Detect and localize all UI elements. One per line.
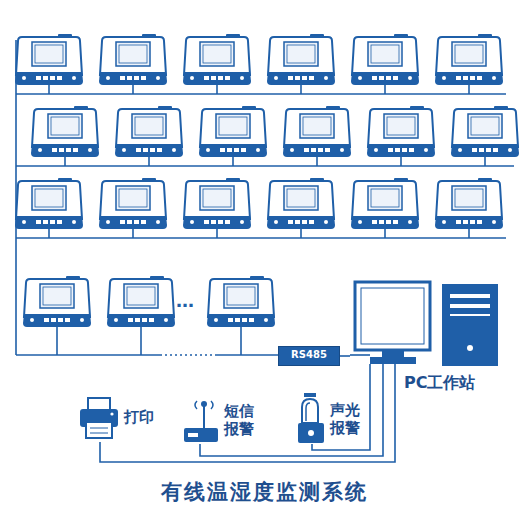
- sensor-device: [115, 106, 183, 157]
- drop-wire: [300, 85, 302, 94]
- sensor-device: [31, 106, 99, 157]
- sensor-device: [107, 276, 175, 327]
- drop-wire: [48, 229, 50, 238]
- sms-alarm: 短信 报警: [182, 398, 272, 444]
- sensor-device: [15, 34, 83, 85]
- sensor-device: [15, 178, 83, 229]
- sensor-device: [351, 178, 419, 229]
- sensor-device: [351, 34, 419, 85]
- sound-light-alarm: 声光 报警: [298, 393, 370, 444]
- wire-connector: [100, 396, 395, 462]
- wire-connector: [200, 396, 383, 456]
- node-label: 声光 报警: [330, 401, 365, 437]
- pc-workstation: PC工作站: [350, 278, 505, 396]
- printer-icon: [78, 396, 120, 440]
- sensor-device: [99, 178, 167, 229]
- drop-wire: [400, 157, 402, 166]
- sensor-device: [451, 106, 519, 157]
- node-label: 打印: [124, 408, 154, 426]
- sensor-device: [207, 276, 275, 327]
- printer: 打印: [78, 396, 164, 442]
- drop-wire: [148, 157, 150, 166]
- sensor-device: [183, 178, 251, 229]
- drop-wire: [64, 157, 66, 166]
- drop-wire: [140, 327, 142, 355]
- drop-wire: [384, 229, 386, 238]
- ellipsis-mark: …: [176, 292, 194, 310]
- sensor-device: [23, 276, 91, 327]
- drop-wire: [48, 85, 50, 94]
- drop-wire: [216, 85, 218, 94]
- sensor-device: [435, 178, 503, 229]
- drop-wire: [216, 229, 218, 238]
- node-label: RS485: [279, 347, 339, 363]
- sound-light-alarm-icon: [298, 393, 326, 444]
- sensor-device: [283, 106, 351, 157]
- sensor-device: [183, 34, 251, 85]
- sensor-device: [435, 34, 503, 85]
- drop-wire: [316, 157, 318, 166]
- node-label: PC工作站: [404, 373, 475, 393]
- rs485-converter: RS485: [278, 346, 340, 366]
- drop-wire: [468, 85, 470, 94]
- wire-connector: [340, 356, 350, 357]
- drop-wire: [468, 229, 470, 238]
- diagram-title: 有线温湿度监测系统: [0, 478, 529, 506]
- sensor-device: [99, 34, 167, 85]
- drop-wire: [384, 85, 386, 94]
- drop-wire: [240, 327, 242, 355]
- sms-alarm-icon: [182, 398, 220, 444]
- sensor-device: [267, 178, 335, 229]
- drop-wire: [132, 85, 134, 94]
- sensor-device: [267, 34, 335, 85]
- drop-wire: [56, 327, 58, 355]
- sensor-device: [367, 106, 435, 157]
- drop-wire: [484, 157, 486, 166]
- sensor-device: [199, 106, 267, 157]
- drop-wire: [132, 229, 134, 238]
- node-label: 短信 报警: [224, 402, 259, 438]
- drop-wire: [232, 157, 234, 166]
- drop-wire: [300, 229, 302, 238]
